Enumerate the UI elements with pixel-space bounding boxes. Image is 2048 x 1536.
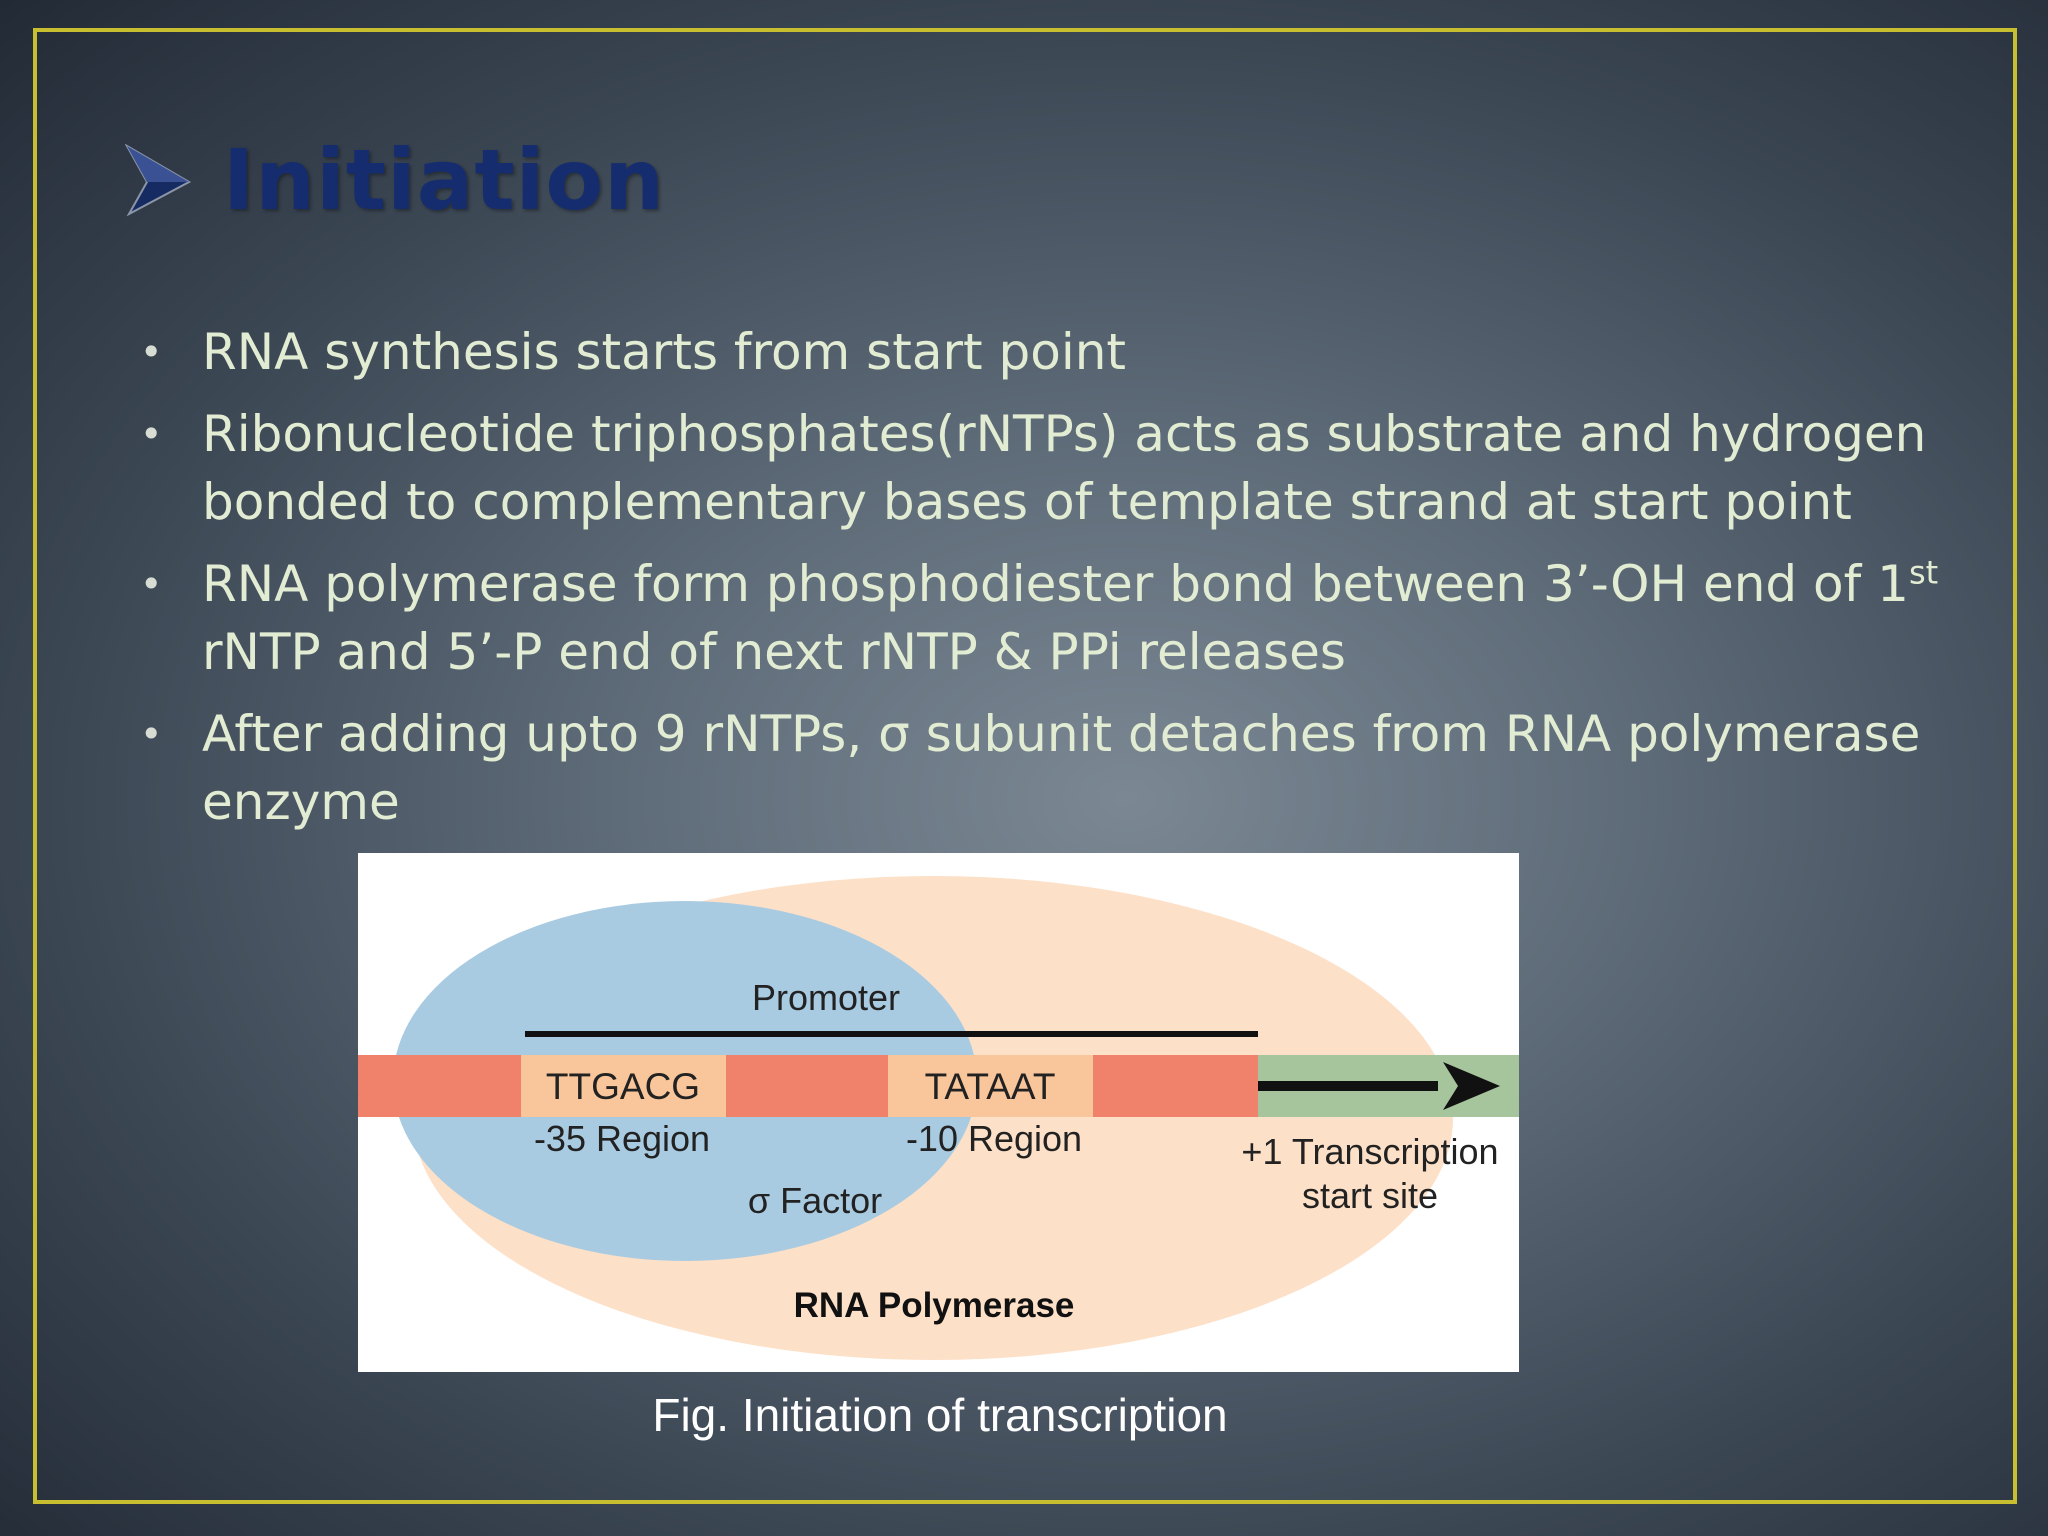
bullet-item: • Ribonucleotide triphosphates(rNTPs) ac… [140,400,2000,536]
bullet-dot-icon: • [140,712,163,756]
bullet-text: Ribonucleotide triphosphates(rNTPs) acts… [202,405,1927,531]
bullet-item: • RNA synthesis starts from start point [140,318,2000,386]
minus10-sequence: TATAAT [925,1066,1056,1107]
promoter-label: Promoter [752,977,900,1018]
bullet-text: RNA synthesis starts from start point [202,323,1127,381]
bullet-dot-icon: • [140,562,163,606]
start-arrow-shaft [1258,1081,1438,1091]
slide-title: Initiation [223,131,665,229]
bullet-text: rNTP and 5’-P end of next rNTP & PPi rel… [202,623,1346,681]
bullet-item: • RNA polymerase form phosphodiester bon… [140,550,2000,686]
minus35-region-label: -35 Region [534,1118,710,1159]
start-arrow-head-icon [1443,1062,1500,1110]
slide-frame [33,28,2017,1504]
bullet-text: RNA polymerase form phosphodiester bond … [202,555,1909,613]
minus10-box [888,1055,1093,1117]
promoter-line [525,1031,1258,1037]
bullet-dot-icon: • [140,330,163,374]
minus35-box [521,1055,726,1117]
arrow-bullet-icon [125,144,191,216]
start-site-label-line1: +1 Transcription [1241,1131,1498,1172]
minus35-sequence: TTGACG [546,1066,700,1107]
bullet-list: • RNA synthesis starts from start point … [140,318,2000,850]
bullet-item: • After adding upto 9 rNTPs, σ subunit d… [140,700,2000,836]
dna-strand [358,1055,1258,1117]
bullet-text: After adding upto 9 rNTPs, σ subunit det… [202,705,1921,831]
figure-caption: Fig. Initiation of transcription [652,1389,1228,1441]
bullet-dot-icon: • [140,412,163,456]
superscript: st [1908,553,1939,592]
start-site-label-line2: start site [1302,1175,1438,1216]
transcription-diagram: Promoter TTGACG TATAAT -35 Region -10 Re… [358,876,1519,1360]
rna-polymerase-label: RNA Polymerase [794,1286,1075,1325]
sigma-factor-label: σ Factor [748,1180,882,1221]
title-row: Initiation [125,125,665,235]
minus10-region-label: -10 Region [906,1118,1082,1159]
transcription-figure: Promoter TTGACG TATAAT -35 Region -10 Re… [358,853,1519,1372]
